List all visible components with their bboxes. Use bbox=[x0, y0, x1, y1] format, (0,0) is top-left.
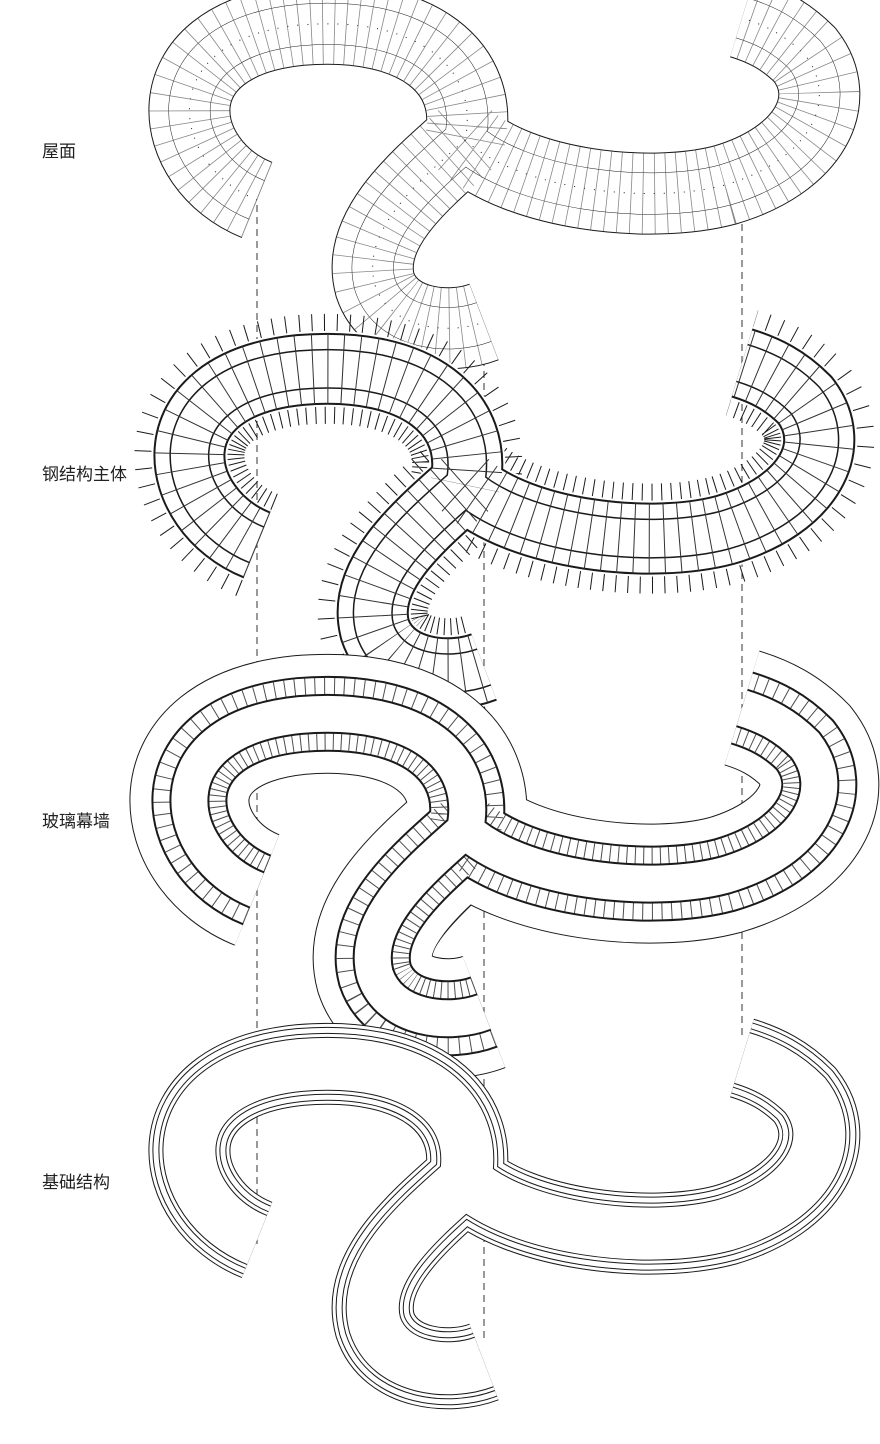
foundation-label: 基础结构 bbox=[42, 1173, 110, 1193]
glass-curtain-wall-label: 玻璃幕墙 bbox=[42, 812, 110, 832]
glass-curtain-wall-layer bbox=[189, 708, 819, 1018]
foundation-layer bbox=[189, 1058, 819, 1368]
steel-structure-layer bbox=[189, 363, 819, 673]
steel-structure-label: 钢结构主体 bbox=[42, 465, 127, 485]
roof-layer bbox=[189, 18, 819, 328]
roof-label: 屋面 bbox=[42, 142, 76, 162]
